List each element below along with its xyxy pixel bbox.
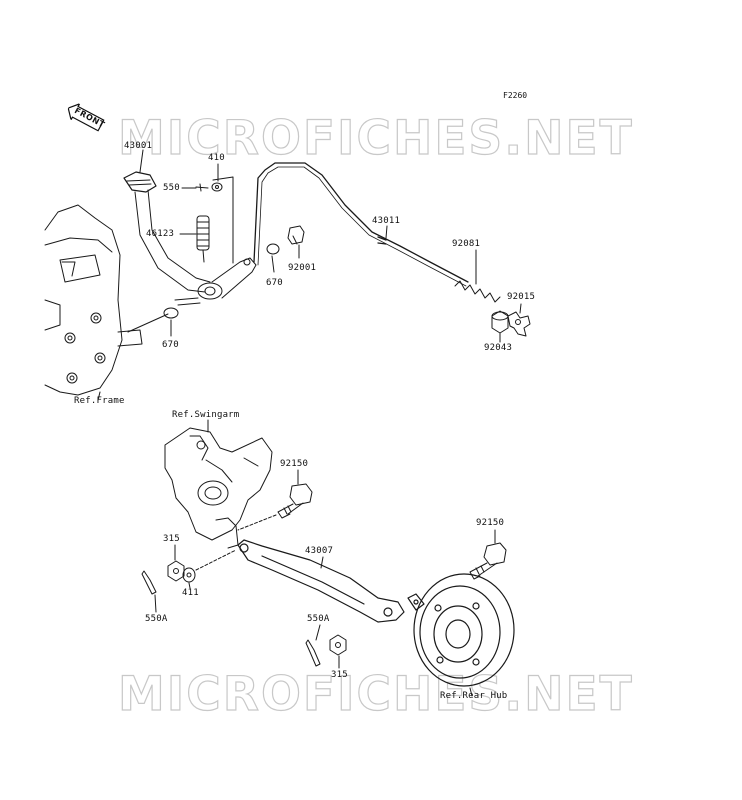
leader-43011 <box>385 225 388 239</box>
front-arrow-icon: FRONT <box>64 100 106 134</box>
label-550: 550 <box>163 183 180 193</box>
nut-315-left <box>167 560 185 582</box>
torque-link-43007 <box>237 539 405 623</box>
collar-92043 <box>491 310 509 334</box>
label-92150-upper: 92150 <box>280 459 309 469</box>
label-92081: 92081 <box>452 239 481 249</box>
nut-315-right <box>329 634 347 656</box>
figure-code: F2260 <box>503 91 528 100</box>
bolt-92150-right <box>469 542 507 580</box>
label-411: 411 <box>182 588 199 598</box>
brake-pedal-43001 <box>123 171 257 306</box>
bolt-92150-upper-axis <box>237 514 277 531</box>
spring-46123 <box>196 215 210 263</box>
cotter-pin-550A-left <box>141 570 157 595</box>
washer-411-axis <box>195 549 237 571</box>
frame-outline <box>44 204 143 396</box>
wing-nut-92015 <box>507 311 531 337</box>
label-315-left: 315 <box>163 534 180 544</box>
label-92015: 92015 <box>507 292 536 302</box>
swingarm-bracket <box>164 427 273 549</box>
cotter-pin-550 <box>195 183 209 192</box>
leader-rear-hub <box>469 687 473 697</box>
leader-670-upper <box>271 255 275 273</box>
brake-rod-43011 <box>253 162 469 287</box>
leader-550A-left <box>154 594 157 613</box>
label-92043: 92043 <box>484 343 513 353</box>
washer-411 <box>182 567 196 583</box>
label-92001: 92001 <box>288 263 317 273</box>
leader-550A-right <box>315 624 321 641</box>
label-ref-swingarm: Ref.Swingarm <box>172 410 240 420</box>
label-670-lower: 670 <box>162 340 179 350</box>
leader-411 <box>188 582 191 589</box>
bolt-92150-upper <box>277 483 313 519</box>
label-550A-right: 550A <box>307 614 330 624</box>
leader-43001 <box>139 149 144 173</box>
cotter-pin-550A-right <box>305 639 321 667</box>
label-550A-left: 550A <box>145 614 168 624</box>
leader-43007 <box>320 556 324 569</box>
leader-92015 <box>519 303 522 314</box>
label-410: 410 <box>208 153 225 163</box>
label-ref-frame: Ref.Frame <box>74 396 125 406</box>
washer-410 <box>211 182 223 192</box>
label-670-upper: 670 <box>266 278 283 288</box>
rear-hub <box>407 573 515 687</box>
pivot-shaft <box>127 313 169 333</box>
spring-92081 <box>454 280 501 303</box>
label-43011: 43011 <box>372 216 401 226</box>
o-ring-670-upper <box>266 243 280 255</box>
label-ref-rear-hub: Ref.Rear Hub <box>440 691 508 701</box>
label-43007: 43007 <box>305 546 334 556</box>
watermark-bottom: MICROFICHES.NET <box>117 667 634 722</box>
bolt-92001 <box>287 225 305 245</box>
label-315-right: 315 <box>331 670 348 680</box>
watermark-top: MICROFICHES.NET <box>117 111 634 166</box>
label-46123: 46123 <box>146 229 175 239</box>
label-92150-right: 92150 <box>476 518 505 528</box>
label-43001: 43001 <box>124 141 153 151</box>
ref-frame-leader <box>97 391 101 401</box>
leader-410 <box>212 163 234 264</box>
o-ring-670-lower <box>163 307 179 319</box>
